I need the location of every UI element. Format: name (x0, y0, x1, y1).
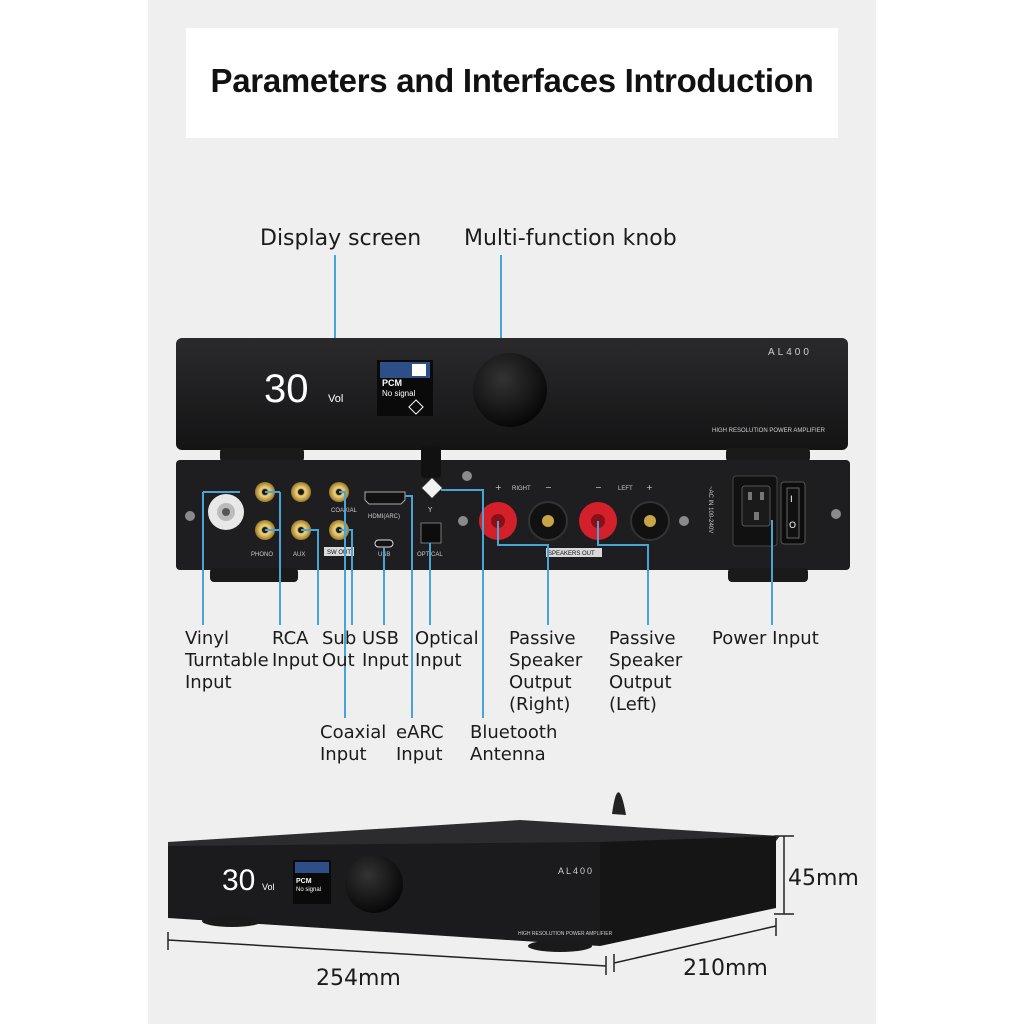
svg-text:HIGH RESOLUTION POWER AMPLIFIE: HIGH RESOLUTION POWER AMPLIFIER (712, 428, 826, 434)
svg-text:I: I (790, 495, 793, 505)
svg-text:+: + (495, 483, 502, 492)
svg-text:−: − (595, 483, 602, 492)
svg-text:No signal: No signal (296, 887, 321, 893)
svg-text:SPEAKERS OUT: SPEAKERS OUT (548, 551, 595, 557)
rear-panel: COAXIAL PHONO AUX SW OUT HDMI(ARC) USB O… (176, 446, 850, 582)
callout-knob (500, 255, 502, 353)
product-3d-view: 30 Vol PCM No signal AL400 HIGH RESOLUTI… (168, 792, 780, 952)
svg-text:RIGHT: RIGHT (512, 486, 531, 492)
callout-display-screen (334, 255, 336, 375)
svg-text:−: − (545, 483, 552, 492)
dimension-depth: 210mm (683, 956, 768, 981)
svg-text:30: 30 (222, 864, 255, 897)
volume-value: 30 (264, 367, 309, 411)
label-display-screen: Display screen (260, 226, 422, 251)
svg-text:No signal: No signal (382, 389, 416, 398)
label-multi-function-knob: Multi-function knob (464, 226, 677, 251)
svg-text:PCM: PCM (296, 878, 312, 885)
title-box (186, 28, 838, 138)
svg-text:HIGH RESOLUTION POWER AMPLIFIE: HIGH RESOLUTION POWER AMPLIFIER (518, 931, 613, 937)
dimension-lines (167, 835, 794, 975)
front-panel: 30 Vol PCM No signal AL400 HIGH RESOLUTI… (176, 338, 848, 462)
svg-text:Y: Y (427, 506, 433, 514)
svg-text:SW OUT: SW OUT (327, 550, 351, 556)
svg-text:AL400: AL400 (558, 866, 594, 876)
dimension-height: 45mm (788, 866, 859, 891)
label-power-input: Power Input (712, 628, 819, 649)
svg-text:Vol: Vol (262, 882, 275, 892)
svg-text:~AC IN 100-240V: ~AC IN 100-240V (707, 486, 713, 533)
svg-text:+: + (646, 483, 653, 492)
svg-text:HDMI(ARC): HDMI(ARC) (368, 514, 400, 520)
dimension-width: 254mm (316, 966, 401, 991)
volume-unit: Vol (328, 393, 343, 405)
svg-text:AUX: AUX (293, 552, 305, 558)
svg-text:O: O (789, 521, 796, 531)
svg-text:LEFT: LEFT (618, 486, 633, 492)
page-title: Parameters and Interfaces Introduction (210, 62, 814, 99)
interface-callouts (202, 489, 773, 718)
model-logo: AL400 (768, 347, 812, 358)
svg-text:PCM: PCM (382, 378, 402, 388)
svg-text:PHONO: PHONO (251, 552, 273, 558)
